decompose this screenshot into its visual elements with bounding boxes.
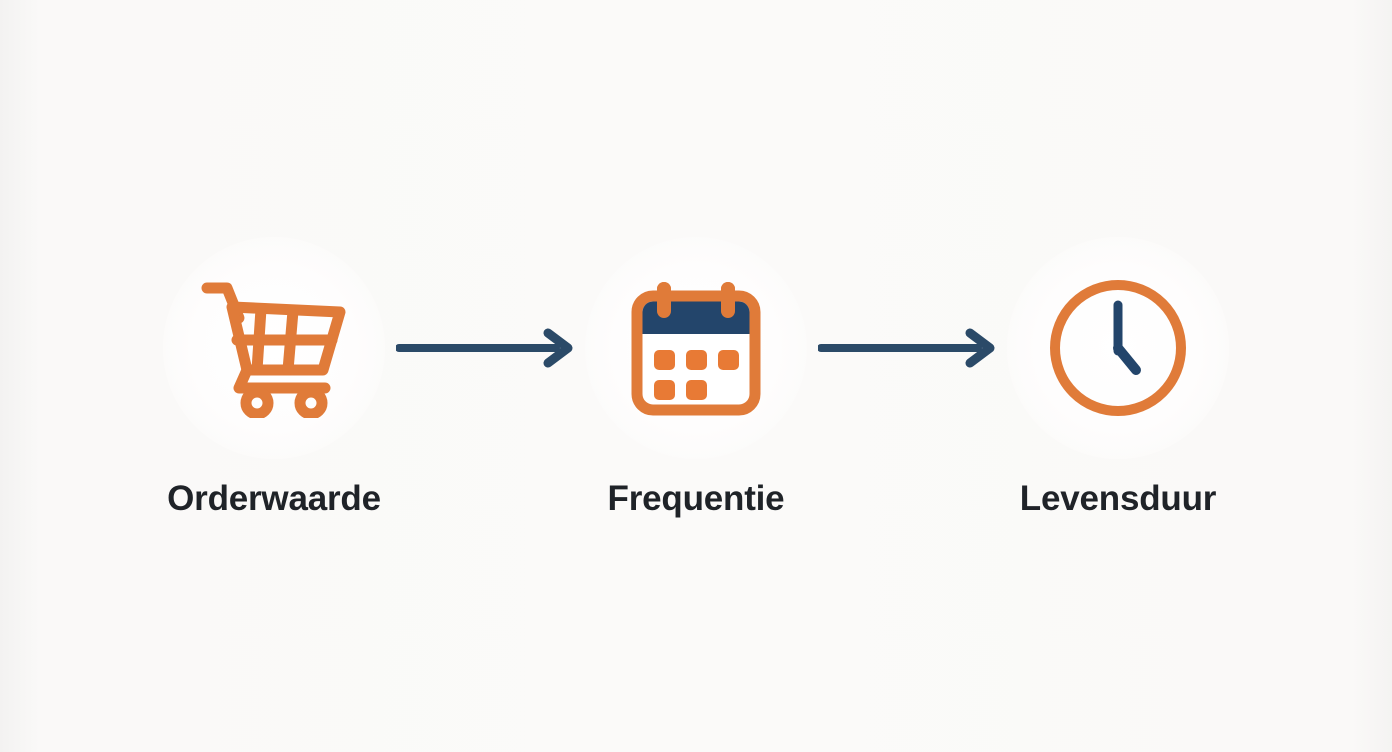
flow-step-label: Levensduur xyxy=(1019,478,1217,518)
icon-background-circle xyxy=(585,236,807,459)
flow-step-levensduur[interactable]: Levensduur xyxy=(993,236,1243,518)
arrow-right-icon xyxy=(818,328,996,368)
icon-background-circle xyxy=(163,236,385,459)
shopping-cart-icon xyxy=(199,278,349,418)
icon-background-circle xyxy=(1007,236,1229,459)
flow-connector-1 xyxy=(396,237,574,459)
flow-step-orderwaarde[interactable]: Orderwaarde xyxy=(149,236,399,518)
clock-icon xyxy=(1045,275,1191,421)
flow-step-label: Orderwaarde xyxy=(167,478,381,518)
calendar-icon xyxy=(631,280,761,416)
flow-connector-2 xyxy=(818,237,996,459)
flow-step-label: Frequentie xyxy=(607,478,785,518)
arrow-right-icon xyxy=(396,328,574,368)
flow-step-frequentie[interactable]: Frequentie xyxy=(571,236,821,518)
